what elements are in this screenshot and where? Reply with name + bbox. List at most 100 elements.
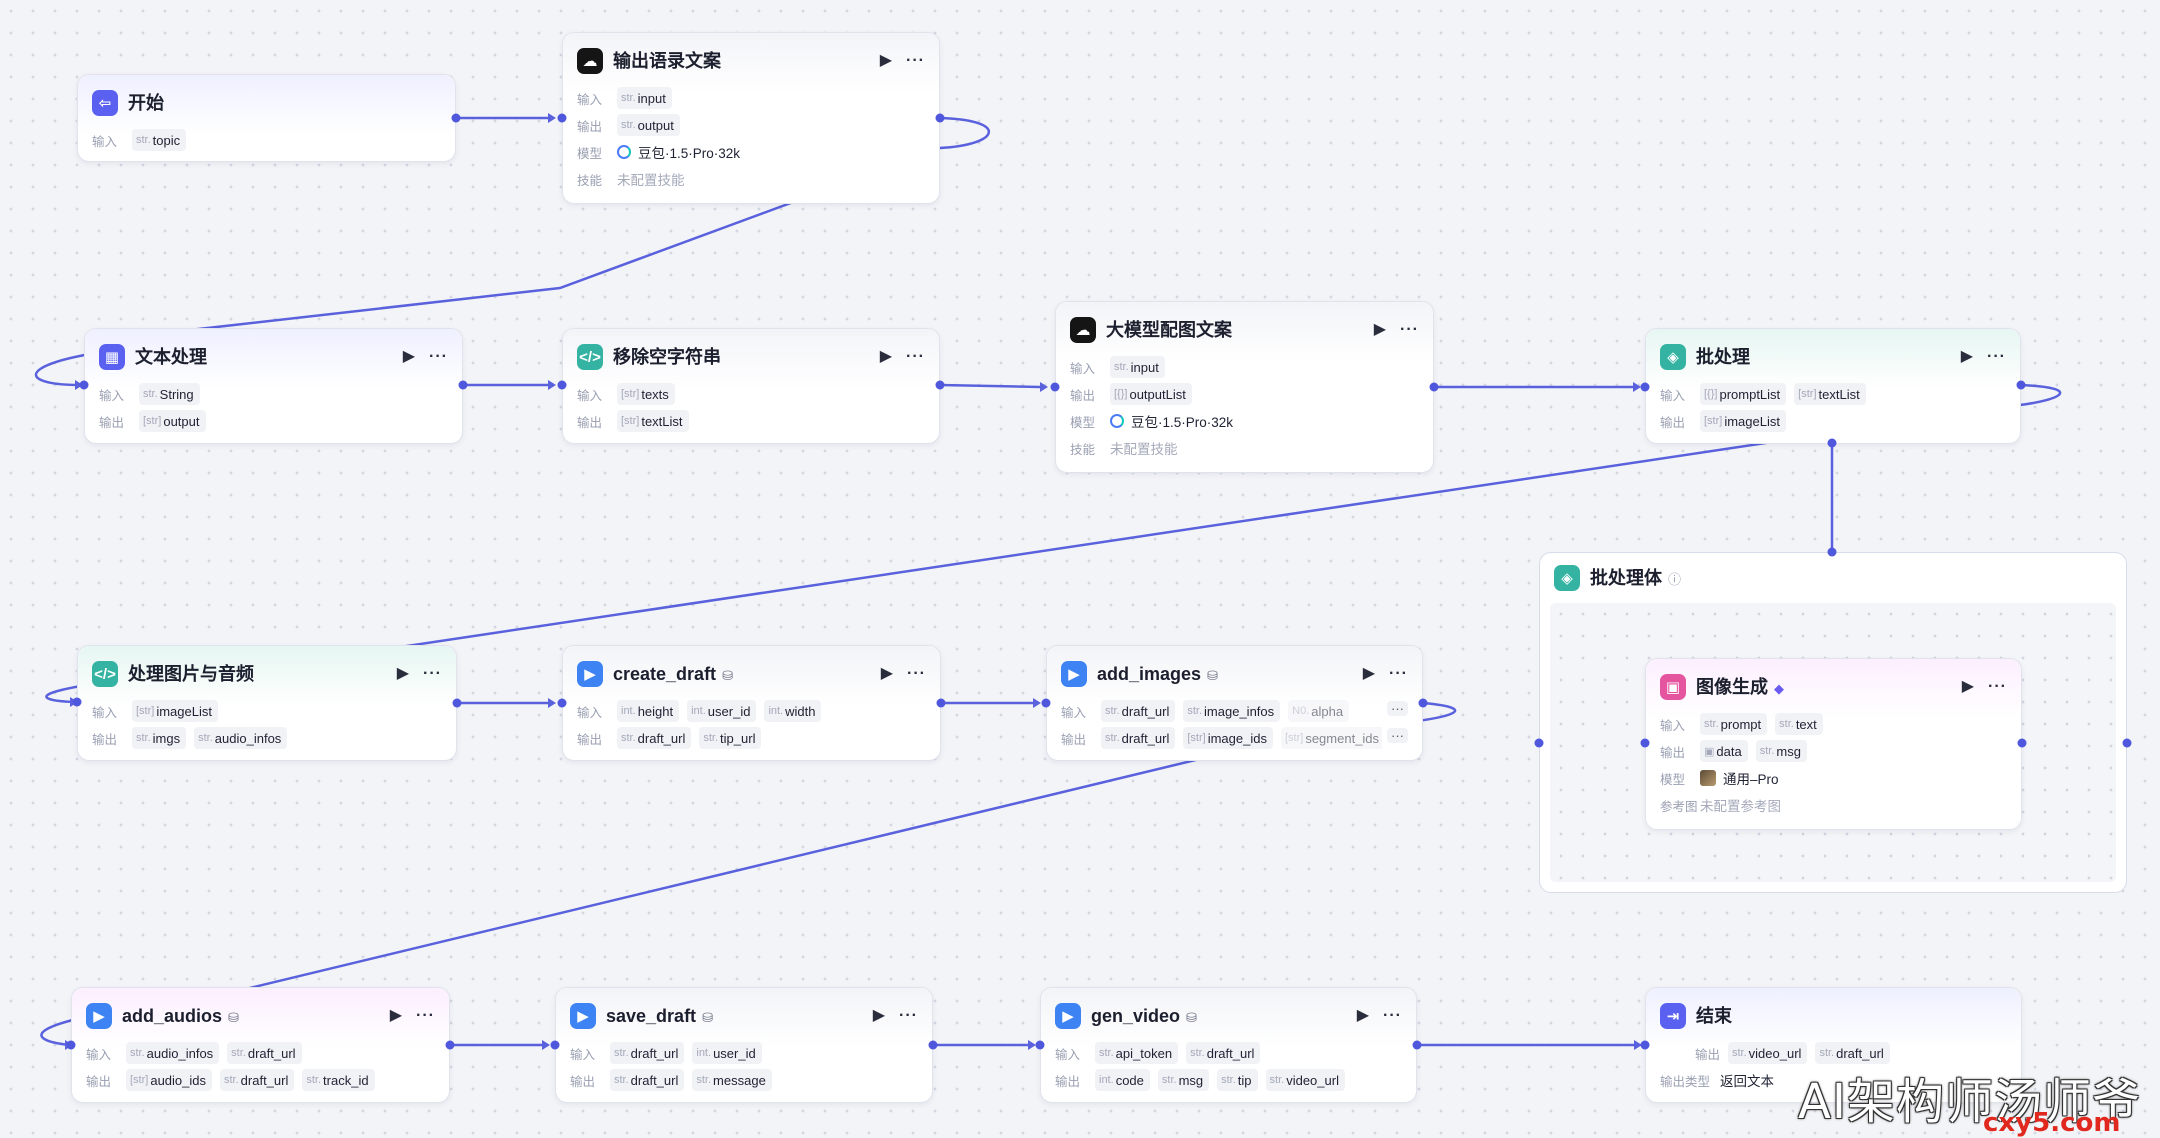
- run-button[interactable]: ▶: [879, 52, 893, 69]
- group-left-port[interactable]: [1534, 738, 1544, 748]
- overflow-inputs-button[interactable]: ···: [1387, 701, 1408, 716]
- output-port[interactable]: [1429, 382, 1439, 392]
- more-menu-button[interactable]: ···: [1987, 348, 2006, 365]
- input-port[interactable]: [1640, 1040, 1650, 1050]
- more-menu-button[interactable]: ···: [899, 1007, 918, 1024]
- more-menu-button[interactable]: ···: [429, 348, 448, 365]
- input-port[interactable]: [1050, 382, 1060, 392]
- doubao-model-icon: [617, 145, 631, 159]
- node-text-process[interactable]: ▦ 文本处理 ▶··· 输入 str.String 输出 [str]output: [84, 328, 463, 444]
- input-row: 输入 str.prompt str.text: [1660, 713, 2007, 735]
- output-port[interactable]: [2017, 738, 2027, 748]
- input-param: str.prompt: [1700, 713, 1768, 735]
- plugin-badge-icon: ⛁: [722, 668, 733, 683]
- edge-remove-llm: [938, 383, 1042, 389]
- input-row: 输入 [str]imageList: [92, 700, 442, 722]
- node-start[interactable]: ⇦ 开始 输入 str.topic: [77, 74, 456, 162]
- node-quote-llm[interactable]: ☁ 输出语录文案 ▶··· 输入 str.input 输出 str.output…: [562, 32, 940, 204]
- input-port[interactable]: [1640, 382, 1650, 392]
- output-port[interactable]: [935, 380, 945, 390]
- input-param: str.draft_url: [227, 1042, 302, 1064]
- input-port[interactable]: [550, 1040, 560, 1050]
- input-row: 输入 str.api_token str.draft_url: [1055, 1042, 1402, 1064]
- output-row: 输出 int.code str.msg str.tip str.video_ur…: [1055, 1069, 1402, 1091]
- more-menu-button[interactable]: ···: [906, 52, 925, 69]
- verified-icon: ◆: [1774, 681, 1784, 696]
- node-create-draft[interactable]: ▶ create_draft⛁ ▶··· 输入 int.height int.u…: [562, 645, 941, 761]
- model-row: 模型 豆包·1.5·Pro·32k: [577, 141, 925, 163]
- node-end[interactable]: ⇥ 结束 输出 str.video_url str.draft_url 输出类型…: [1645, 987, 2022, 1103]
- node-remove-empty[interactable]: </> 移除空字符串 ▶··· 输入 [str]texts 输出 [str]te…: [562, 328, 940, 444]
- model-name: 通用–Pro: [1723, 772, 1779, 787]
- output-port[interactable]: [936, 698, 946, 708]
- more-menu-button[interactable]: ···: [1988, 678, 2007, 695]
- skill-row: 技能 未配置技能: [1070, 437, 1419, 459]
- node-save-draft[interactable]: ▶ save_draft⛁ ▶··· 输入 str.draft_url int.…: [555, 987, 933, 1103]
- more-menu-button[interactable]: ···: [416, 1007, 435, 1024]
- input-port[interactable]: [557, 113, 567, 123]
- output-param: str.draft_url: [1101, 727, 1176, 749]
- input-param: str.draft_url: [610, 1042, 685, 1064]
- watermark-site: cxy5.com: [1983, 1108, 2121, 1138]
- input-port[interactable]: [79, 380, 89, 390]
- node-title: save_draft⛁: [606, 1006, 713, 1026]
- output-port[interactable]: [1418, 698, 1428, 708]
- input-port[interactable]: [1035, 1040, 1045, 1050]
- input-port[interactable]: [557, 698, 567, 708]
- node-process-media[interactable]: </> 处理图片与音频 ▶··· 输入 [str]imageList 输出 st…: [77, 645, 457, 761]
- node-add-images[interactable]: ▶ add_images⛁ ▶··· 输入 str.draft_url str.…: [1046, 645, 1423, 761]
- run-button[interactable]: ▶: [396, 665, 410, 682]
- output-port[interactable]: [452, 698, 462, 708]
- node-title: create_draft⛁: [613, 664, 733, 684]
- node-llm-caption[interactable]: ☁ 大模型配图文案 ▶··· 输入 str.input 输出 [{}]outpu…: [1055, 301, 1434, 473]
- output-port[interactable]: [935, 113, 945, 123]
- run-button[interactable]: ▶: [879, 348, 893, 365]
- output-port[interactable]: [445, 1040, 455, 1050]
- output-port[interactable]: [1412, 1040, 1422, 1050]
- node-add-audios[interactable]: ▶ add_audios⛁ ▶··· 输入 str.audio_infos st…: [71, 987, 450, 1103]
- node-title: 开始: [128, 93, 164, 113]
- output-port[interactable]: [928, 1040, 938, 1050]
- output-port[interactable]: [2016, 380, 2026, 390]
- input-port[interactable]: [1640, 738, 1650, 748]
- input-port[interactable]: [557, 380, 567, 390]
- more-menu-button[interactable]: ···: [423, 665, 442, 682]
- run-button[interactable]: ▶: [1961, 678, 1975, 695]
- input-port[interactable]: [72, 697, 82, 707]
- output-port[interactable]: [451, 113, 461, 123]
- batch-body-port[interactable]: [1827, 438, 1837, 448]
- more-menu-button[interactable]: ···: [1400, 321, 1419, 338]
- run-button[interactable]: ▶: [1373, 321, 1387, 338]
- more-menu-button[interactable]: ···: [906, 348, 925, 365]
- group-right-port[interactable]: [2122, 738, 2132, 748]
- more-menu-button[interactable]: ···: [1383, 1007, 1402, 1024]
- input-port[interactable]: [1041, 698, 1051, 708]
- input-param: [str]textList: [1794, 383, 1866, 405]
- group-top-port[interactable]: [1827, 547, 1837, 557]
- arrow-head: [1033, 698, 1041, 708]
- node-batch[interactable]: ◈ 批处理 ▶··· 输入 [{}]promptList [str]textLi…: [1645, 328, 2021, 444]
- run-button[interactable]: ▶: [389, 1007, 403, 1024]
- run-button[interactable]: ▶: [1356, 1007, 1370, 1024]
- more-menu-button[interactable]: ···: [907, 665, 926, 682]
- output-param: str.draft_url: [617, 727, 692, 749]
- run-button[interactable]: ▶: [872, 1007, 886, 1024]
- run-button[interactable]: ▶: [880, 665, 894, 682]
- output-row: 输出 [{}]outputList: [1070, 383, 1419, 405]
- output-port[interactable]: [458, 380, 468, 390]
- node-image-gen[interactable]: ▣ 图像生成◆ ▶··· 输入 str.prompt str.text 输出 ▣…: [1645, 658, 2022, 830]
- input-param: int.user_id: [687, 700, 757, 722]
- node-gen-video[interactable]: ▶ gen_video⛁ ▶··· 输入 str.api_token str.d…: [1040, 987, 1417, 1103]
- run-button[interactable]: ▶: [1362, 665, 1376, 682]
- input-port[interactable]: [66, 1040, 76, 1050]
- run-button[interactable]: ▶: [402, 348, 416, 365]
- info-icon[interactable]: ⓘ: [1668, 572, 1682, 587]
- more-menu-button[interactable]: ···: [1389, 665, 1408, 682]
- run-button[interactable]: ▶: [1960, 348, 1974, 365]
- output-param: str.tip: [1217, 1069, 1258, 1091]
- overflow-outputs-button[interactable]: ···: [1387, 728, 1408, 743]
- arrow-head: [542, 1040, 550, 1050]
- input-row: 输入 str.audio_infos str.draft_url: [86, 1042, 435, 1064]
- output-param: [str]imageList: [1700, 410, 1786, 432]
